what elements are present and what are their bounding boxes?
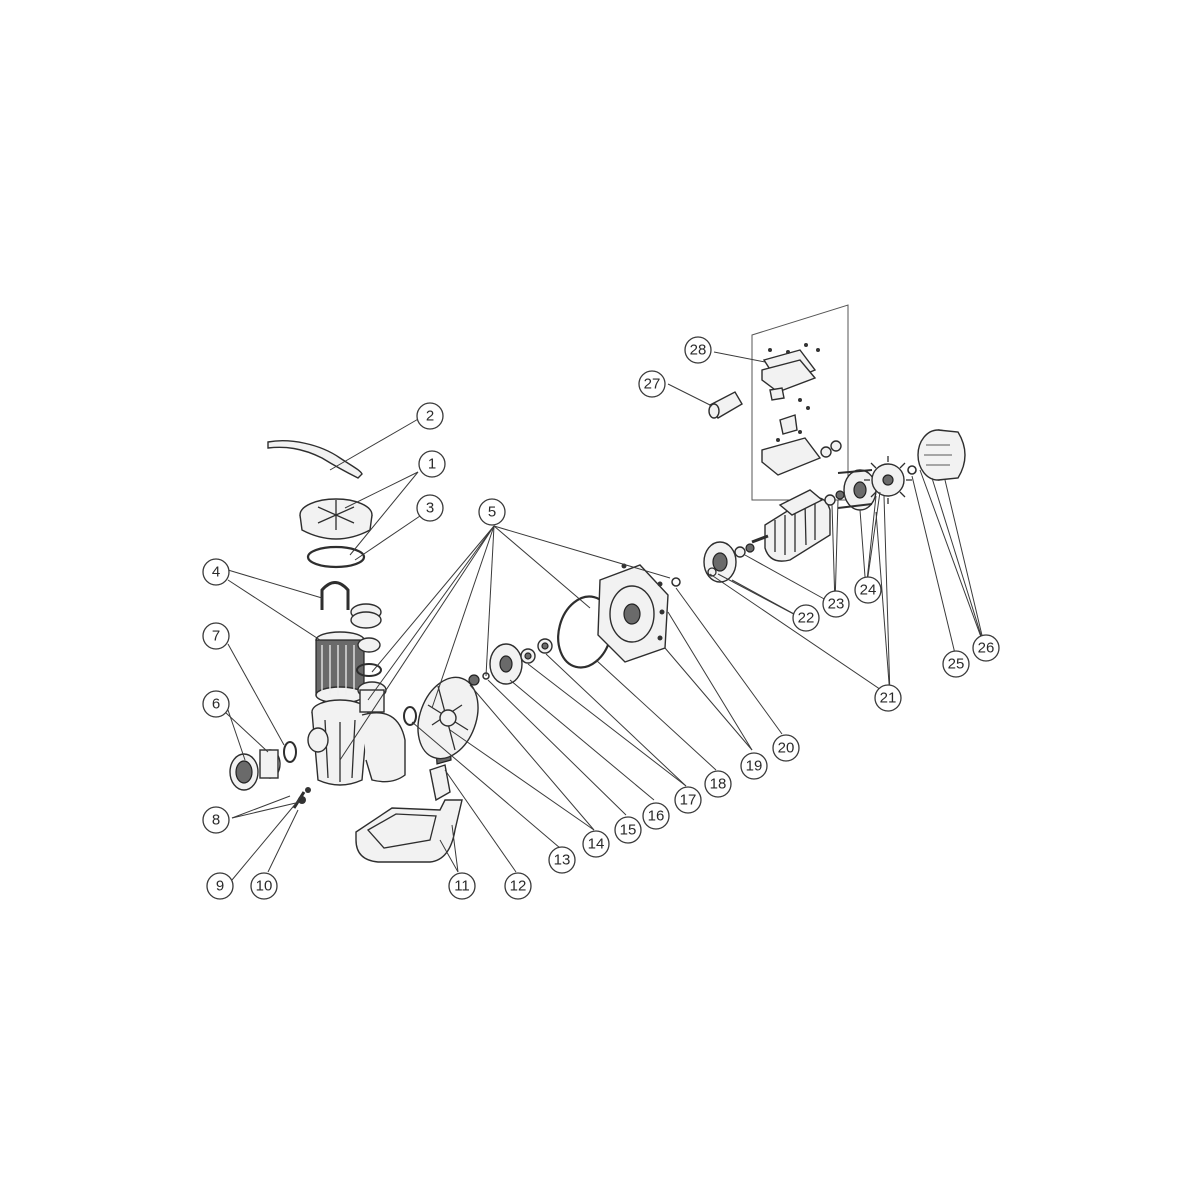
callout-10-label: 10 bbox=[256, 878, 273, 895]
callout-14-label: 14 bbox=[588, 836, 605, 853]
callout-21: 21 bbox=[874, 684, 902, 712]
callout-8: 8 bbox=[202, 806, 230, 834]
callout-12: 12 bbox=[504, 872, 532, 900]
callout-11-label: 11 bbox=[454, 878, 470, 895]
part-bearing-front bbox=[734, 546, 746, 558]
leader-lines bbox=[224, 351, 986, 881]
callout-19: 19 bbox=[740, 752, 768, 780]
part-clamp bbox=[320, 581, 350, 610]
callout-23: 23 bbox=[822, 590, 850, 618]
part-union-oring bbox=[283, 741, 297, 763]
callout-15-label: 15 bbox=[620, 822, 637, 839]
part-small-oring bbox=[356, 663, 382, 677]
callout-16-label: 16 bbox=[648, 808, 665, 825]
callout-9-label: 9 bbox=[216, 878, 224, 895]
callout-13-label: 13 bbox=[554, 852, 571, 869]
callout-4-label: 4 bbox=[212, 564, 220, 581]
part-pump-body bbox=[307, 681, 406, 786]
callout-7: 7 bbox=[202, 622, 230, 650]
part-diffuser bbox=[417, 676, 479, 760]
callout-6: 6 bbox=[202, 690, 230, 718]
part-capacitor bbox=[708, 391, 743, 419]
callout-28-label: 28 bbox=[690, 342, 707, 359]
part-union-left bbox=[229, 749, 281, 791]
part-impeller-nut bbox=[468, 674, 480, 686]
part-handle bbox=[267, 440, 363, 479]
part-union-nut bbox=[350, 603, 382, 629]
callout-27-label: 27 bbox=[644, 376, 661, 393]
part-small-cap bbox=[357, 637, 381, 653]
callout-1-label: 1 bbox=[428, 456, 436, 473]
callout-9: 9 bbox=[206, 872, 234, 900]
callout-27: 27 bbox=[638, 370, 666, 398]
part-terminal-box bbox=[761, 343, 842, 476]
callout-13: 13 bbox=[548, 846, 576, 874]
part-lid-oring bbox=[306, 545, 366, 569]
part-basket bbox=[315, 631, 365, 704]
part-fan bbox=[864, 456, 912, 504]
callout-10: 10 bbox=[250, 872, 278, 900]
callout-22: 22 bbox=[792, 604, 820, 632]
part-base bbox=[355, 799, 463, 863]
part-motor-front-flange bbox=[703, 541, 737, 583]
callout-23-label: 23 bbox=[828, 596, 845, 613]
callout-8-label: 8 bbox=[212, 812, 220, 829]
callout-19-label: 19 bbox=[746, 758, 763, 775]
callout-16: 16 bbox=[642, 802, 670, 830]
callout-11: 11 bbox=[448, 872, 476, 900]
callout-7-label: 7 bbox=[212, 628, 220, 645]
callout-3-label: 3 bbox=[426, 500, 434, 517]
terminal-box-frame bbox=[751, 304, 849, 501]
part-diffuser-oring bbox=[403, 706, 417, 726]
part-drain-plugs bbox=[292, 787, 311, 809]
callout-18: 18 bbox=[704, 770, 732, 798]
callout-4: 4 bbox=[202, 558, 230, 586]
part-fan-cover bbox=[917, 429, 966, 481]
callout-6-label: 6 bbox=[212, 696, 220, 713]
callout-2-label: 2 bbox=[426, 408, 434, 425]
callout-17: 17 bbox=[674, 786, 702, 814]
callout-14: 14 bbox=[582, 830, 610, 858]
part-flange-plate bbox=[597, 563, 669, 663]
callout-15: 15 bbox=[614, 816, 642, 844]
callout-21-label: 21 bbox=[880, 690, 897, 707]
part-fan-clip bbox=[907, 465, 917, 475]
callout-24-label: 24 bbox=[860, 582, 877, 599]
callout-18-label: 18 bbox=[710, 776, 727, 793]
callouts: 1 2 3 4 5 6 7 8 9 10 11 12 13 14 15 16 1… bbox=[202, 336, 1000, 900]
callout-25-label: 25 bbox=[948, 656, 965, 673]
parts-drawing bbox=[229, 304, 966, 863]
callout-3: 3 bbox=[416, 494, 444, 522]
part-lid bbox=[299, 498, 373, 540]
part-bearing-rear bbox=[824, 490, 845, 506]
part-motor bbox=[751, 489, 831, 562]
part-bolt-washer bbox=[671, 577, 681, 587]
callout-25: 25 bbox=[942, 650, 970, 678]
callout-22-label: 22 bbox=[798, 610, 815, 627]
callout-26-label: 26 bbox=[978, 640, 995, 657]
callout-5: 5 bbox=[478, 498, 506, 526]
callout-2: 2 bbox=[416, 402, 444, 430]
callout-20: 20 bbox=[772, 734, 800, 762]
callout-26: 26 bbox=[972, 634, 1000, 662]
part-bearing-front-2 bbox=[745, 543, 755, 553]
part-impeller bbox=[489, 643, 523, 685]
callout-28: 28 bbox=[684, 336, 712, 364]
part-rear-cover bbox=[837, 469, 877, 511]
callout-17-label: 17 bbox=[680, 792, 697, 809]
callout-1: 1 bbox=[418, 450, 446, 478]
callout-20-label: 20 bbox=[778, 740, 795, 757]
callout-5-label: 5 bbox=[488, 504, 496, 521]
callout-24: 24 bbox=[854, 576, 882, 604]
part-mech-seal bbox=[520, 638, 553, 664]
callout-12-label: 12 bbox=[510, 878, 527, 895]
